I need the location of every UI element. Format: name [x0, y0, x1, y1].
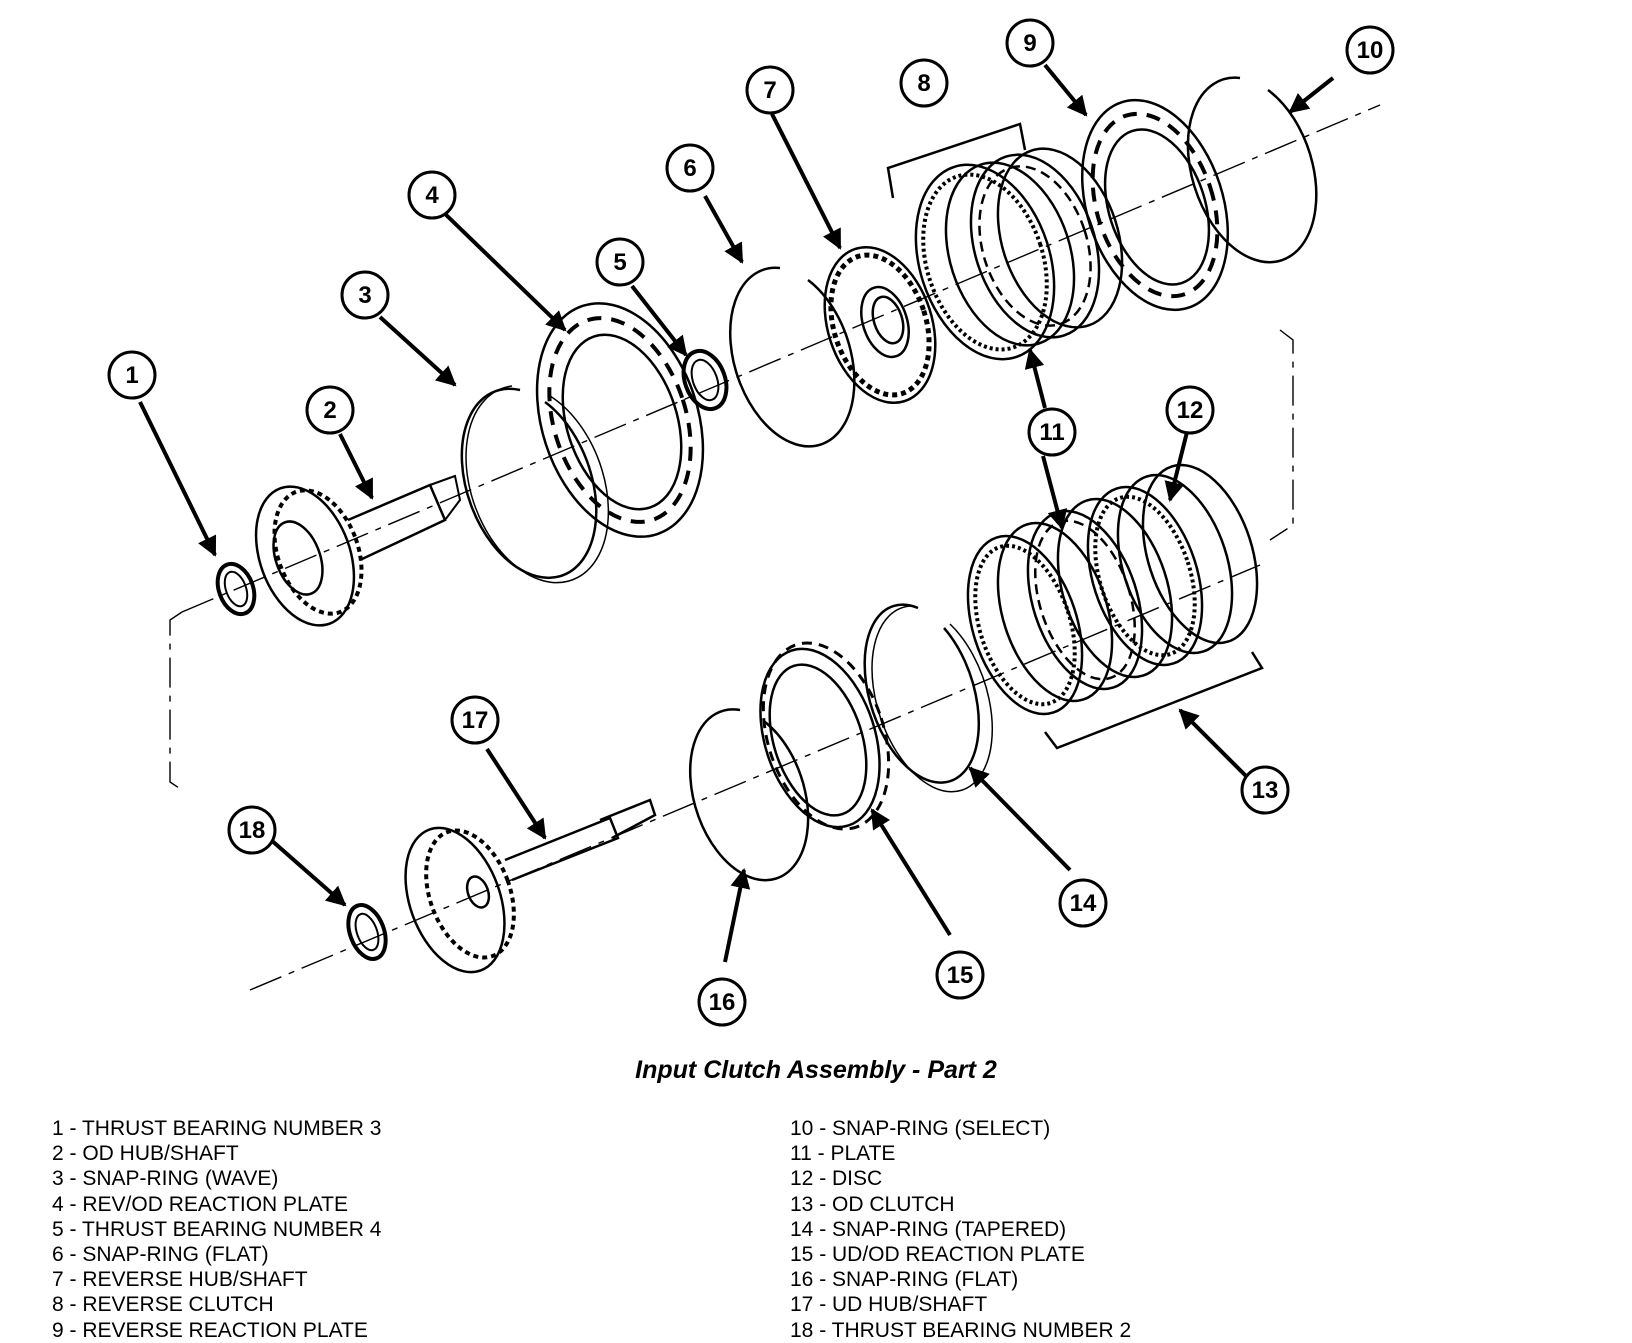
row-connector-bracket [169, 329, 1294, 791]
svg-text:12: 12 [1177, 397, 1204, 424]
callout-7: 7 [745, 65, 795, 115]
legend-item: 2 - OD HUB/SHAFT [52, 1142, 239, 1166]
legend-item: 12 - DISC [790, 1167, 883, 1191]
callout-18: 18 [227, 805, 277, 855]
center-lines [181, 104, 1381, 991]
bracket-8 [886, 122, 1027, 199]
part-2-od-hub-shaft [254, 474, 462, 627]
legend-item: 8 - REVERSE CLUTCH [52, 1293, 274, 1317]
legend-item: 13 - OD CLUTCH [790, 1192, 955, 1216]
svg-text:11: 11 [1039, 419, 1064, 446]
part-9-reverse-reaction-plate [1080, 98, 1230, 312]
legend-item: 10 - SNAP-RING (SELECT) [790, 1117, 1051, 1140]
legend-item: 3 - SNAP-RING (WAVE) [52, 1167, 279, 1191]
legend-item: 17 - UD HUB/SHAFT [790, 1293, 988, 1317]
svg-text:18: 18 [239, 817, 266, 844]
svg-text:1: 1 [125, 362, 138, 389]
callout-3: 3 [340, 270, 390, 320]
part-10-snap-ring-select [1186, 76, 1318, 264]
callout-5: 5 [595, 237, 645, 287]
exploded-view-diagram: 1 2 3 4 5 6 7 8 9 10 11 12 13 14 15 16 1… [107, 18, 1395, 1027]
callout-11: 11 [1027, 407, 1077, 457]
legend-right-column: 10 - SNAP-RING (SELECT) 11 - PLATE 12 - … [790, 1116, 1131, 1343]
svg-text:15: 15 [947, 962, 974, 989]
callout-8: 8 [899, 58, 949, 108]
svg-text:4: 4 [425, 182, 439, 209]
figure-caption: Input Clutch Assembly - Part 2 [635, 1056, 997, 1084]
part-16-snap-ring-flat [688, 708, 810, 882]
svg-text:5: 5 [613, 249, 626, 276]
legend-item: 14 - SNAP-RING (TAPERED) [790, 1217, 1067, 1241]
legend-item: 16 - SNAP-RING (FLAT) [790, 1268, 1019, 1292]
callout-15: 15 [935, 950, 985, 1000]
part-8-reverse-clutch [914, 147, 1124, 361]
part-7-reverse-hub-shaft [823, 245, 937, 405]
part-15-ud-od-reaction-plate [759, 641, 891, 831]
bracket-13 [1044, 651, 1264, 750]
svg-text:7: 7 [763, 77, 776, 104]
part-14-snap-ring-tapered [863, 603, 994, 793]
legend-left-column: 1 - THRUST BEARING NUMBER 3 2 - OD HUB/S… [52, 1116, 381, 1343]
legend-item: 15 - UD/OD REACTION PLATE [790, 1243, 1085, 1267]
legend-item: 18 - THRUST BEARING NUMBER 2 [790, 1318, 1132, 1342]
part-4-rev-od-reaction-plate [535, 302, 705, 538]
part-6-snap-ring-flat [728, 266, 856, 448]
svg-text:10: 10 [1357, 37, 1384, 64]
callout-1: 1 [107, 350, 157, 400]
svg-text:17: 17 [462, 707, 489, 734]
legend-item: 7 - REVERSE HUB/SHAFT [52, 1268, 308, 1292]
leader-arrows [138, 63, 1335, 963]
legend-item: 5 - THRUST BEARING NUMBER 4 [52, 1217, 382, 1241]
svg-text:14: 14 [1070, 890, 1097, 917]
callout-10: 10 [1345, 25, 1395, 75]
callout-13: 13 [1240, 765, 1290, 815]
part-1-thrust-bearing [215, 561, 257, 617]
legend-item: 11 - PLATE [790, 1142, 896, 1166]
svg-text:16: 16 [709, 989, 736, 1016]
callout-2: 2 [305, 385, 355, 435]
svg-text:3: 3 [358, 282, 371, 309]
svg-text:6: 6 [683, 155, 696, 182]
callout-14: 14 [1058, 878, 1108, 928]
part-3-snap-ring-wave [460, 385, 610, 584]
legend-item: 9 - REVERSE REACTION PLATE [52, 1318, 368, 1342]
callouts: 1 2 3 4 5 6 7 8 9 10 11 12 13 14 15 16 1… [107, 18, 1395, 1027]
callout-17: 17 [450, 695, 500, 745]
callout-6: 6 [665, 143, 715, 193]
legend-item: 1 - THRUST BEARING NUMBER 3 [52, 1117, 382, 1140]
legend-item: 4 - REV/OD REACTION PLATE [52, 1192, 348, 1216]
part-5-thrust-bearing [681, 348, 729, 412]
legend-item: 6 - SNAP-RING (FLAT) [52, 1243, 269, 1267]
svg-text:13: 13 [1252, 777, 1279, 804]
callout-12: 12 [1165, 385, 1215, 435]
callout-4: 4 [407, 170, 457, 220]
callout-16: 16 [697, 977, 747, 1027]
part-13-od-clutch-pack [966, 463, 1259, 716]
svg-text:8: 8 [917, 70, 930, 97]
svg-text:9: 9 [1023, 30, 1036, 57]
callout-9: 9 [1005, 18, 1055, 68]
part-18-thrust-bearing [346, 903, 388, 961]
part-17-ud-hub-shaft [404, 798, 657, 974]
svg-text:2: 2 [323, 397, 336, 424]
